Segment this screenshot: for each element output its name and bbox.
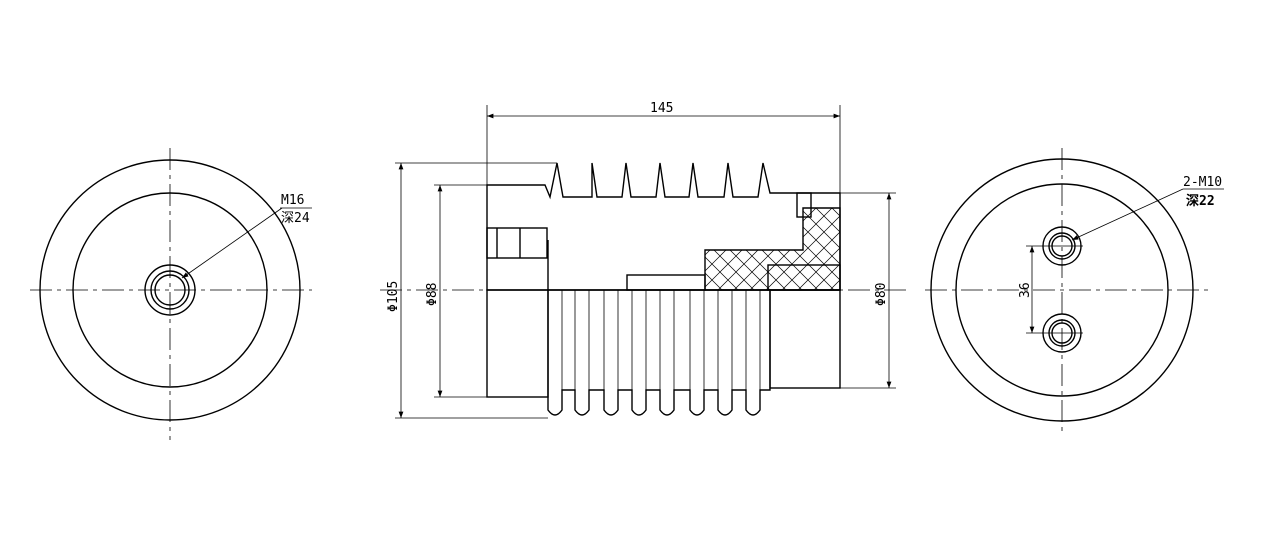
inner-step <box>704 207 841 291</box>
m10-depth-label: 深22 <box>1186 193 1215 209</box>
right-end-block <box>769 289 841 389</box>
length-dimension-label: 145 <box>650 101 673 116</box>
hole-spacing-label: 36 <box>1018 282 1033 298</box>
m10-thread-label: 2-M10 <box>1183 175 1222 190</box>
m16-thread-label: M16 <box>281 193 304 208</box>
end-diameter-label: Φ80 <box>874 283 889 306</box>
left-end-view: M16 深24 <box>30 148 312 440</box>
left-flange <box>486 289 549 398</box>
m16-depth-label: 深24 <box>281 211 310 226</box>
sheds <box>547 289 771 416</box>
outer-diameter-label: Φ105 <box>386 281 401 312</box>
inner-cavity <box>626 274 706 291</box>
right-insert <box>796 192 812 218</box>
hatched-section <box>486 162 841 291</box>
flange-diameter-label: Φ88 <box>425 283 440 306</box>
left-insert <box>486 227 548 259</box>
right-end-view: 36 2-M10 深22 <box>925 148 1224 432</box>
section-view: 145 Φ105 Φ88 Φ80 <box>380 101 910 419</box>
